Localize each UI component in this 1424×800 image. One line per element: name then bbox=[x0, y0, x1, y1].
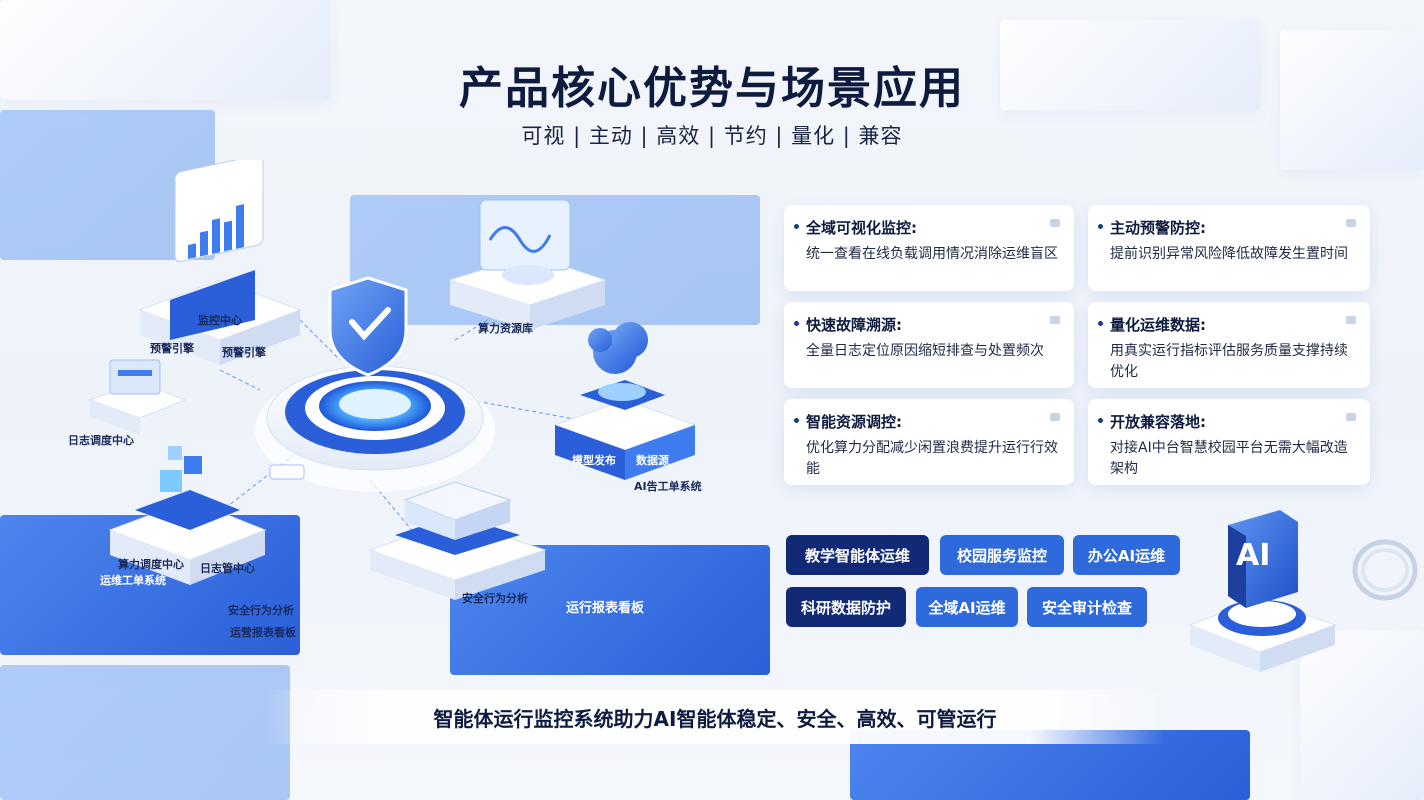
label-security-a: 安全行为分析 bbox=[228, 604, 294, 617]
tag-office-ai-ops[interactable]: 办公AI运维 bbox=[1073, 535, 1180, 575]
label-log-mgmt: 日志管中心 bbox=[200, 562, 255, 575]
tag-global-ai-ops[interactable]: 全域AI运维 bbox=[916, 587, 1018, 627]
central-hub bbox=[255, 365, 495, 492]
feature-title: 量化运维数据: bbox=[1098, 314, 1354, 335]
label-model-release: 模型发布 bbox=[572, 454, 616, 467]
label-compute-center: 算力调度中心 bbox=[118, 558, 184, 571]
footer-slogan: 智能体运行监控系统助力AI智能体稳定、安全、高效、可管运行 bbox=[265, 690, 1165, 744]
card-icon bbox=[1050, 219, 1060, 227]
tag-security-audit[interactable]: 安全审计检查 bbox=[1027, 587, 1147, 627]
tag-teaching-agent-ops[interactable]: 教学智能体运维 bbox=[786, 535, 929, 575]
feature-desc: 用真实运行指标评估服务质量支撑持续优化 bbox=[1110, 343, 1348, 380]
feature-card: 全域可视化监控: 统一查看在线负载调用情况消除运维盲区 bbox=[784, 205, 1074, 291]
label-monitor-center: 监控中心 bbox=[198, 314, 242, 327]
feature-title: 快速故障溯源: bbox=[794, 314, 1058, 335]
feature-card: 开放兼容落地: 对接AI中台智慧校园平台无需大幅改造架构 bbox=[1088, 399, 1370, 485]
bg-tile bbox=[1000, 20, 1260, 110]
shield-icon bbox=[328, 276, 408, 377]
label-alert-engine: 预警引擎 bbox=[222, 346, 266, 359]
feature-title: 智能资源调控: bbox=[794, 411, 1058, 432]
label-report-a: 运营报表看板 bbox=[230, 626, 296, 639]
feature-desc: 对接AI中台智慧校园平台无需大幅改造架构 bbox=[1110, 440, 1348, 477]
bg-tile bbox=[0, 0, 330, 100]
feature-card: 快速故障溯源: 全量日志定位原因缩短排查与处置频次 bbox=[784, 302, 1074, 388]
label-ai-ticket: AI告工单系统 bbox=[634, 480, 702, 493]
label-ops-ticket: 运维工单系统 bbox=[100, 574, 166, 587]
tag-research-data-protect[interactable]: 科研数据防护 bbox=[786, 587, 906, 627]
feature-title: 全域可视化监控: bbox=[794, 217, 1058, 238]
cloud-node-block bbox=[553, 322, 697, 480]
feature-card: 量化运维数据: 用真实运行指标评估服务质量支撑持续优化 bbox=[1088, 302, 1370, 388]
feature-card: 主动预警防控: 提前识别异常风险降低故障发生置时间 bbox=[1088, 205, 1370, 291]
log-center-block bbox=[88, 359, 187, 435]
card-icon bbox=[1050, 413, 1060, 421]
card-icon bbox=[1050, 316, 1060, 324]
feature-title: 主动预警防控: bbox=[1098, 217, 1354, 238]
label-security-b: 安全行为分析 bbox=[462, 592, 528, 605]
tag-campus-service-monitor[interactable]: 校园服务监控 bbox=[940, 535, 1064, 575]
building-block bbox=[368, 481, 547, 600]
connector-chip bbox=[269, 464, 305, 480]
page-subtitle: 可视 | 主动 | 高效 | 节约 | 量化 | 兼容 bbox=[521, 124, 903, 148]
feature-title: 开放兼容落地: bbox=[1098, 411, 1354, 432]
label-compute-pool: 算力资源库 bbox=[478, 322, 533, 335]
feature-desc: 优化算力分配减少闲置浪费提升运行行效能 bbox=[806, 440, 1058, 477]
feature-card: 智能资源调控: 优化算力分配减少闲置浪费提升运行行效能 bbox=[784, 399, 1074, 485]
compute-center-block bbox=[108, 446, 267, 585]
bg-tile bbox=[1300, 630, 1424, 800]
label-alert-engine: 预警引擎 bbox=[150, 342, 194, 355]
label-log-center: 日志调度中心 bbox=[68, 434, 134, 447]
page-title: 产品核心优势与场景应用 bbox=[459, 63, 965, 114]
card-icon bbox=[1346, 316, 1356, 324]
card-icon bbox=[1346, 219, 1356, 227]
compute-pool-block bbox=[448, 199, 607, 330]
monitor-center-block bbox=[138, 160, 302, 365]
card-icon bbox=[1346, 413, 1356, 421]
feature-desc: 统一查看在线负载调用情况消除运维盲区 bbox=[806, 246, 1058, 262]
ai-badge: AI bbox=[1236, 538, 1271, 573]
feature-desc: 全量日志定位原因缩短排查与处置频次 bbox=[806, 343, 1044, 359]
bg-tile bbox=[0, 665, 290, 800]
feature-desc: 提前识别异常风险降低故障发生置时间 bbox=[1110, 246, 1348, 262]
ai-device-illustration bbox=[1188, 510, 1418, 672]
architecture-illustration bbox=[88, 160, 697, 600]
bg-tile bbox=[1280, 30, 1424, 170]
label-data-source: 数据源 bbox=[636, 454, 669, 467]
label-report-b: 运行报表看板 bbox=[566, 601, 645, 616]
